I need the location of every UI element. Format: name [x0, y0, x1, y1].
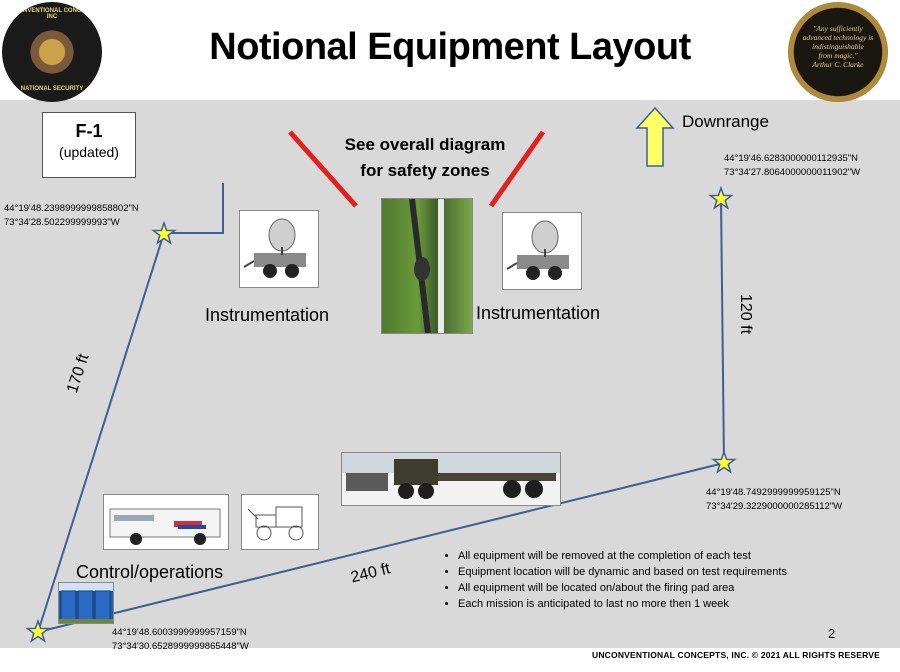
instrumentation-label-right: Instrumentation: [476, 303, 601, 323]
control-operations-label: Control/operations: [76, 562, 224, 582]
clarke-quote: "Any sufficiently advanced technology is…: [802, 24, 874, 69]
star-icon: [708, 185, 734, 210]
star-icon: [25, 618, 51, 643]
downrange-label: Downrange: [682, 112, 769, 131]
safety-note: See overall diagram for safety zones: [315, 132, 535, 184]
coord-lower-left: 44°19'48.6003999999957159"N 73°34'30.652…: [112, 626, 249, 654]
coord-lat: 44°19'48.2398999999858802"N: [4, 203, 139, 214]
coord-lon: 73°34'29.3229000000285112"W: [706, 501, 843, 512]
flatbed-truck-photo: [341, 452, 561, 506]
coord-lon: 73°34'28.502299999993"W: [4, 217, 120, 228]
instrumentation-trailer-photo: [502, 212, 582, 290]
tow-tractor-photo: [241, 494, 319, 550]
page-title: Notional Equipment Layout: [209, 26, 691, 68]
coord-lon: 73°34'27.8064000000011902"W: [724, 167, 861, 178]
quote-author: Arthur C. Clarke: [812, 60, 864, 69]
left-leg-line: [37, 232, 165, 633]
distance-right-leg: 120 ft: [737, 294, 754, 335]
satellite-dish-trailer-icon: [243, 218, 306, 278]
copyright-footer: UNCONVENTIONAL CONCEPTS, INC. © 2021 ALL…: [592, 650, 881, 660]
f1-connector-line: [164, 183, 224, 234]
coord-lon: 73°34'30.6528999999865448"W: [112, 641, 249, 652]
seal-ring-bottom: NATIONAL SECURITY: [20, 86, 84, 92]
coord-lat: 44°19'48.6003999999957159"N: [112, 627, 247, 638]
quote-line: "Any sufficiently: [813, 24, 863, 33]
quote-line: indistinguishable: [812, 42, 864, 51]
quote-line: from magic.": [818, 51, 858, 60]
coord-upper-right: 44°19'46.6283000000112935"N 73°34'27.806…: [724, 152, 860, 180]
safety-note-line: See overall diagram: [344, 135, 506, 154]
red-slash-left: [288, 130, 358, 208]
bottom-leg-line: [37, 462, 725, 633]
portable-toilets-icon: [59, 583, 113, 623]
company-seal-logo: UNCONVENTIONAL CONCEPTS, INC NATIONAL SE…: [2, 2, 102, 102]
f1-subtitle: (updated): [59, 144, 119, 160]
list-item: Equipment location will be dynamic and b…: [458, 564, 838, 580]
quote-line: advanced technology is: [802, 33, 874, 42]
antenna-mast-icon: [409, 199, 444, 333]
downrange-arrow-icon: [635, 106, 675, 167]
antenna-mast-photo: [381, 198, 473, 334]
diagram-background: [0, 100, 900, 648]
f1-box: F-1 (updated): [42, 112, 136, 178]
flatbed-truck-icon: [342, 453, 560, 499]
list-item: All equipment will be located on/about t…: [458, 580, 838, 596]
satellite-dish-trailer-icon: [506, 220, 569, 280]
safety-note-line: for safety zones: [360, 161, 490, 180]
f1-title: F-1: [75, 121, 103, 141]
clarke-quote-seal: "Any sufficiently advanced technology is…: [788, 2, 888, 102]
seal-ring-top: UNCONVENTIONAL CONCEPTS, INC: [5, 8, 99, 20]
page-number: 2: [828, 626, 836, 641]
coord-lower-right: 44°19'48.7492999999959125"N 73°34'29.322…: [706, 486, 842, 514]
instrumentation-label-left: Instrumentation: [205, 305, 330, 325]
notes-list: All equipment will be removed at the com…: [440, 548, 838, 612]
tractor-sketch-icon: [247, 506, 304, 541]
list-item: Each mission is anticipated to last no m…: [458, 596, 838, 612]
coord-upper-left: 44°19'48.2398999999858802"N 73°34'28.502…: [4, 202, 139, 230]
star-icon: [151, 220, 177, 245]
coord-lat: 44°19'46.6283000000112935"N: [724, 153, 859, 164]
star-icon: [711, 449, 737, 474]
footer-bar: [0, 648, 900, 672]
control-rv-photo: [103, 494, 229, 550]
right-leg-line: [720, 198, 725, 464]
coord-lat: 44°19'48.7492999999959125"N: [706, 487, 841, 498]
list-item: All equipment will be removed at the com…: [458, 548, 838, 564]
portable-toilets-photo: [58, 582, 114, 624]
command-vehicle-icon: [109, 508, 221, 545]
red-slash-right: [488, 130, 546, 208]
instrumentation-trailer-photo: [239, 210, 319, 288]
